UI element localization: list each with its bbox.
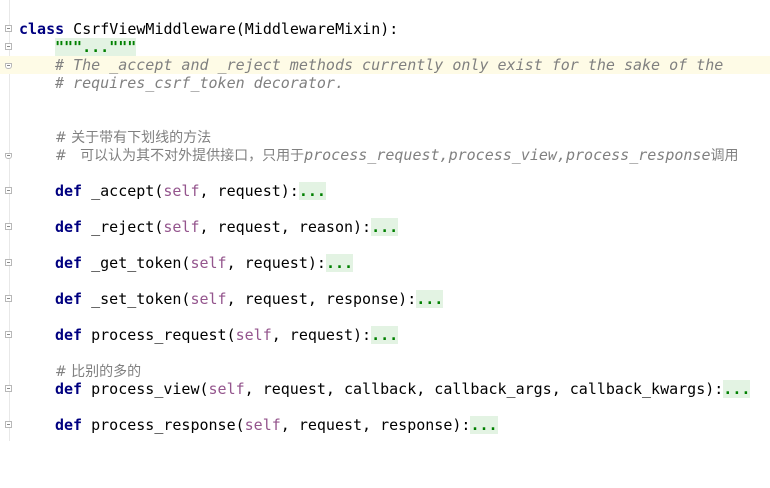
fold-toggle-icon[interactable] [5,187,12,194]
comment-methods: process_request,process_view,process_res… [304,146,711,164]
self-param: self [190,254,227,272]
fold-toggle-icon[interactable] [5,223,12,230]
self-param: self [190,290,227,308]
self-param: self [208,380,245,398]
folded-body[interactable]: ... [325,254,354,272]
fold-toggle-icon[interactable] [5,25,12,32]
keyword: def [55,416,83,434]
function-name: _reject( [82,218,164,236]
comment: # 关于带有下划线的方法 [55,130,212,146]
keyword: def [55,380,83,398]
fold-toggle-icon[interactable] [5,43,12,50]
function-name: _accept( [82,182,164,200]
function-args: , request, callback, callback_args, call… [244,380,724,398]
folded-body[interactable]: ... [416,290,444,308]
code-line-def-process-response[interactable]: def process_response(self, request, resp… [0,416,770,434]
code-line-comment-1[interactable]: # The _accept and _reject methods curren… [0,56,770,74]
function-args: , request): [199,182,299,200]
function-name: process_request( [82,326,236,344]
keyword: def [55,218,83,236]
code-line-def-process-view[interactable]: def process_view(self, request, callback… [0,380,770,398]
code-line-comment-4[interactable]: # 可以认为其不对外提供接口，只用于process_request,proces… [0,146,770,164]
code-line-def-reject[interactable]: def _reject(self, request, reason):... [0,218,770,236]
folded-body[interactable]: ... [371,326,399,344]
function-args: , request): [271,326,372,344]
code-line-def-accept[interactable]: def _accept(self, request):... [0,182,770,200]
function-args: , request): [226,254,326,272]
folded-docstring[interactable]: """...""" [55,38,137,56]
function-args: , request, reason): [199,218,372,236]
comment: # requires_csrf_token decorator. [55,74,344,92]
code-line-def-process-request[interactable]: def process_request(self, request):... [0,326,770,344]
comment: # The _accept and _reject methods curren… [55,56,724,74]
fold-toggle-icon[interactable] [5,259,12,266]
keyword: def [55,326,83,344]
fold-toggle-icon[interactable] [5,421,12,428]
folded-body[interactable]: ... [298,182,326,200]
keyword: class [19,20,65,38]
folded-body[interactable]: ... [723,380,751,398]
code-line-comment-3[interactable]: # 关于带有下划线的方法 [0,128,770,146]
code-line-class[interactable]: class CsrfViewMiddleware(MiddlewareMixin… [0,20,770,38]
code-line-comment-2[interactable]: # requires_csrf_token decorator. [0,74,770,92]
function-name: _set_token( [82,290,191,308]
folded-body[interactable]: ... [371,218,399,236]
fold-toggle-icon[interactable] [5,331,12,338]
code-line-def-get-token[interactable]: def _get_token(self, request):... [0,254,770,272]
fold-end-icon[interactable] [5,153,12,159]
self-param: self [235,326,272,344]
keyword: def [55,290,83,308]
fold-end-icon[interactable] [5,63,12,69]
folded-body[interactable]: ... [470,416,498,434]
comment-prefix: # 可以认为其不对外提供接口，只用于 [55,148,305,164]
comment-suffix: 调用 [710,148,739,164]
code-editor[interactable]: class CsrfViewMiddleware(MiddlewareMixin… [0,0,770,441]
code-line-comment-5[interactable]: # 比别的多的 [0,362,770,380]
code-line-def-set-token[interactable]: def _set_token(self, request, response):… [0,290,770,308]
function-name: _get_token( [82,254,191,272]
code-line-docstring[interactable]: """...""" [0,38,770,56]
fold-toggle-icon[interactable] [5,295,12,302]
comment: # 比别的多的 [55,364,142,380]
self-param: self [163,218,200,236]
gutter [9,0,10,441]
fold-toggle-icon[interactable] [5,385,12,392]
self-param: self [244,416,281,434]
function-args: , request, response): [280,416,471,434]
function-args: , request, response): [226,290,417,308]
self-param: self [163,182,200,200]
keyword: def [55,254,83,272]
function-name: process_response( [82,416,245,434]
function-name: process_view( [82,380,209,398]
class-declaration: CsrfViewMiddleware(MiddlewareMixin): [64,20,399,38]
keyword: def [55,182,83,200]
